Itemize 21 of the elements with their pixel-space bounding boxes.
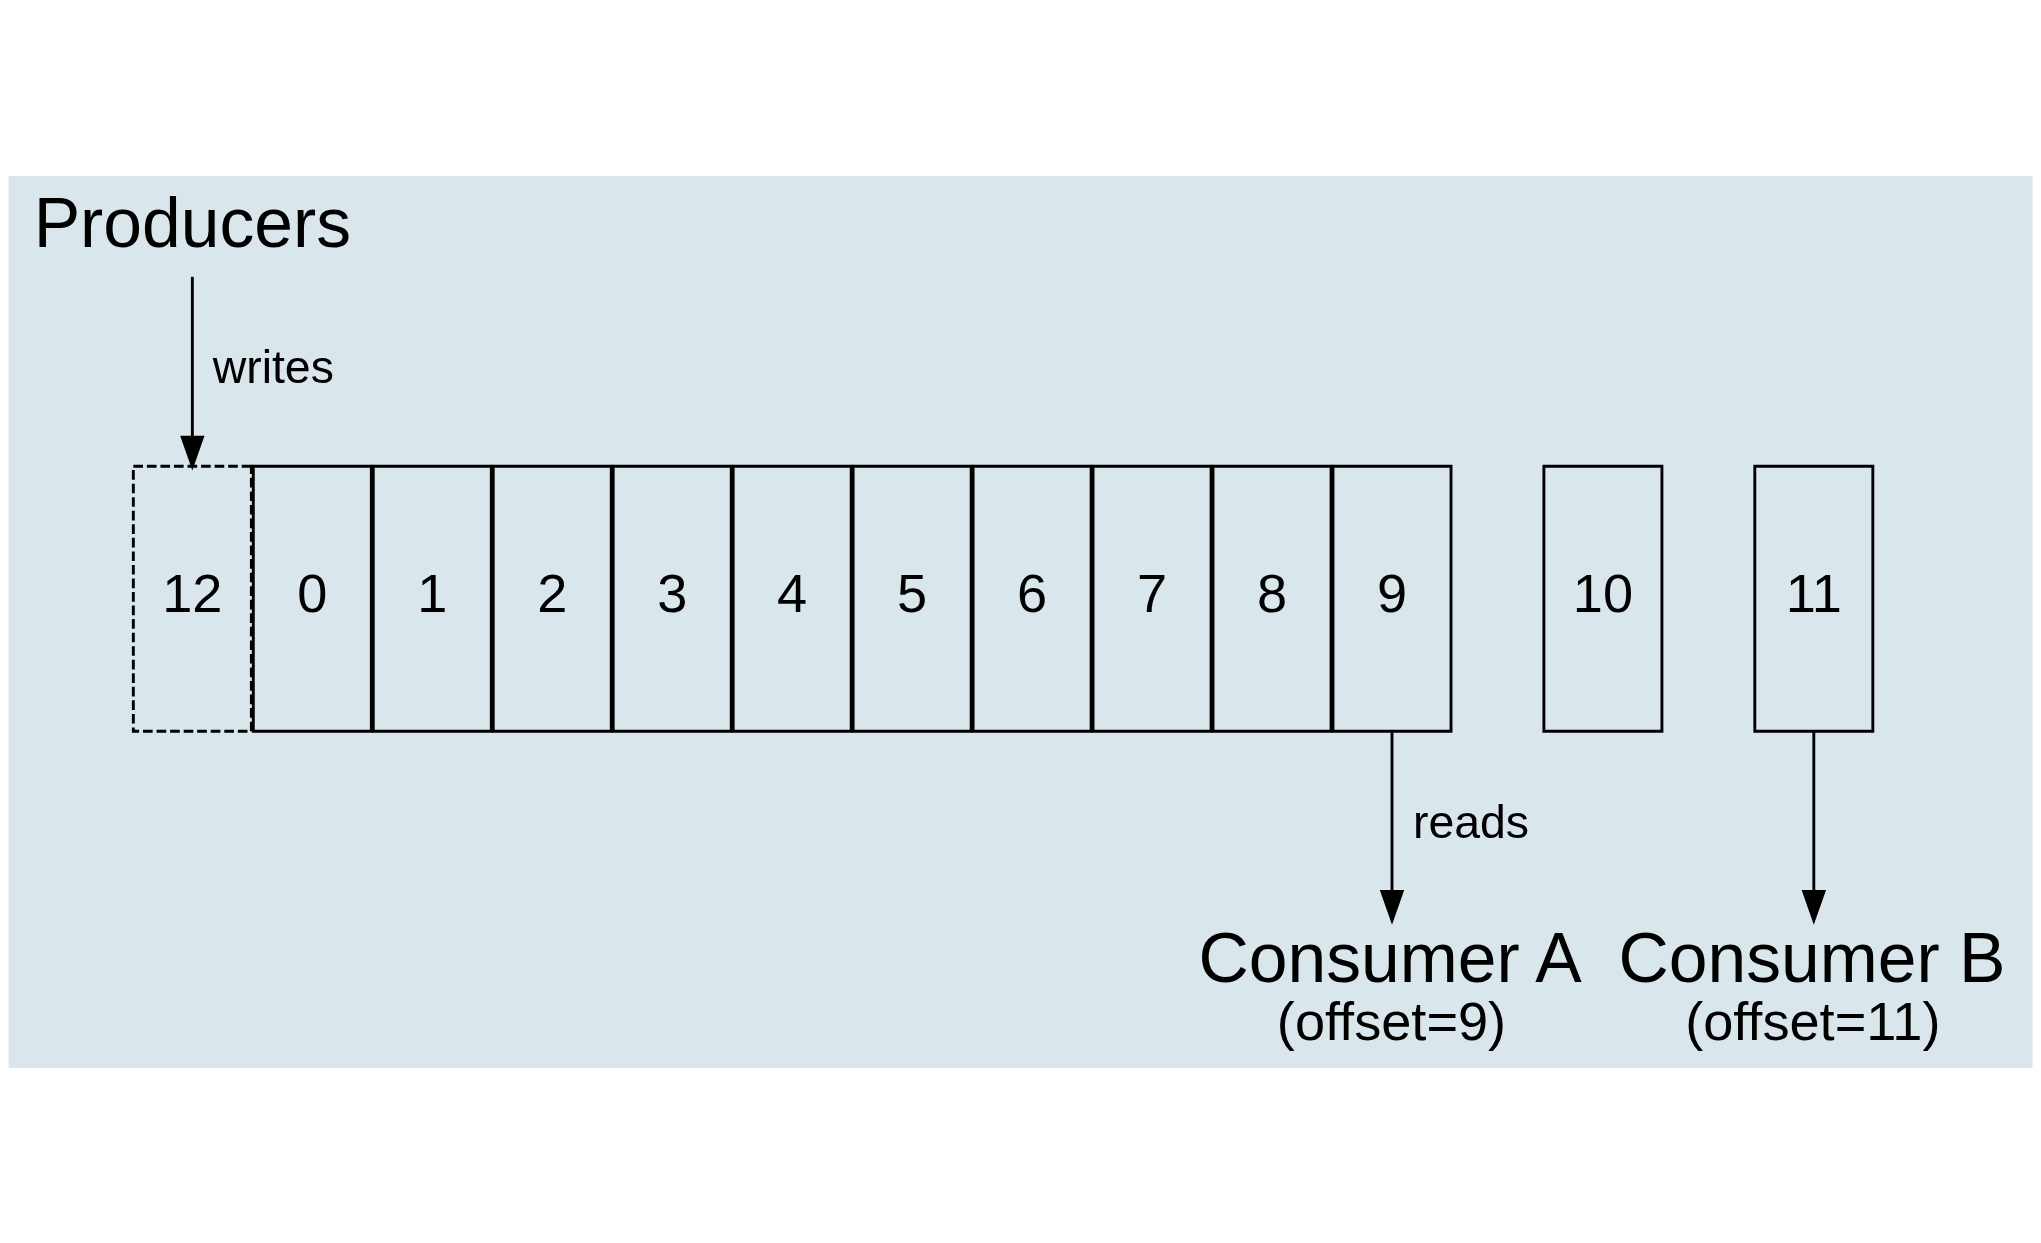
node-text: Consumer B (offset=11) xyxy=(1618,918,2006,1051)
node-box: 12 xyxy=(131,464,253,733)
arrow xyxy=(1379,731,1405,925)
arrow xyxy=(180,276,205,471)
node-box: 4 xyxy=(731,464,853,733)
node-box: 5 xyxy=(851,464,973,733)
node-box: 2 xyxy=(491,464,613,733)
node-box: 1 xyxy=(371,464,493,733)
node-box: 11 xyxy=(1753,464,1875,733)
node-box: 9 xyxy=(1331,464,1453,733)
node-box: 10 xyxy=(1542,464,1664,733)
node-box: 8 xyxy=(1211,464,1333,733)
node-box: 6 xyxy=(971,464,1093,733)
edge-label: writes xyxy=(212,340,334,393)
node-box: 3 xyxy=(611,464,733,733)
arrow xyxy=(1801,731,1827,925)
node-text: Producers xyxy=(33,183,352,262)
node-box: 0 xyxy=(251,464,373,733)
edge-label: reads xyxy=(1412,795,1530,848)
node-box: 7 xyxy=(1091,464,1213,733)
node-text: Consumer A (offset=9) xyxy=(1198,918,1582,1051)
